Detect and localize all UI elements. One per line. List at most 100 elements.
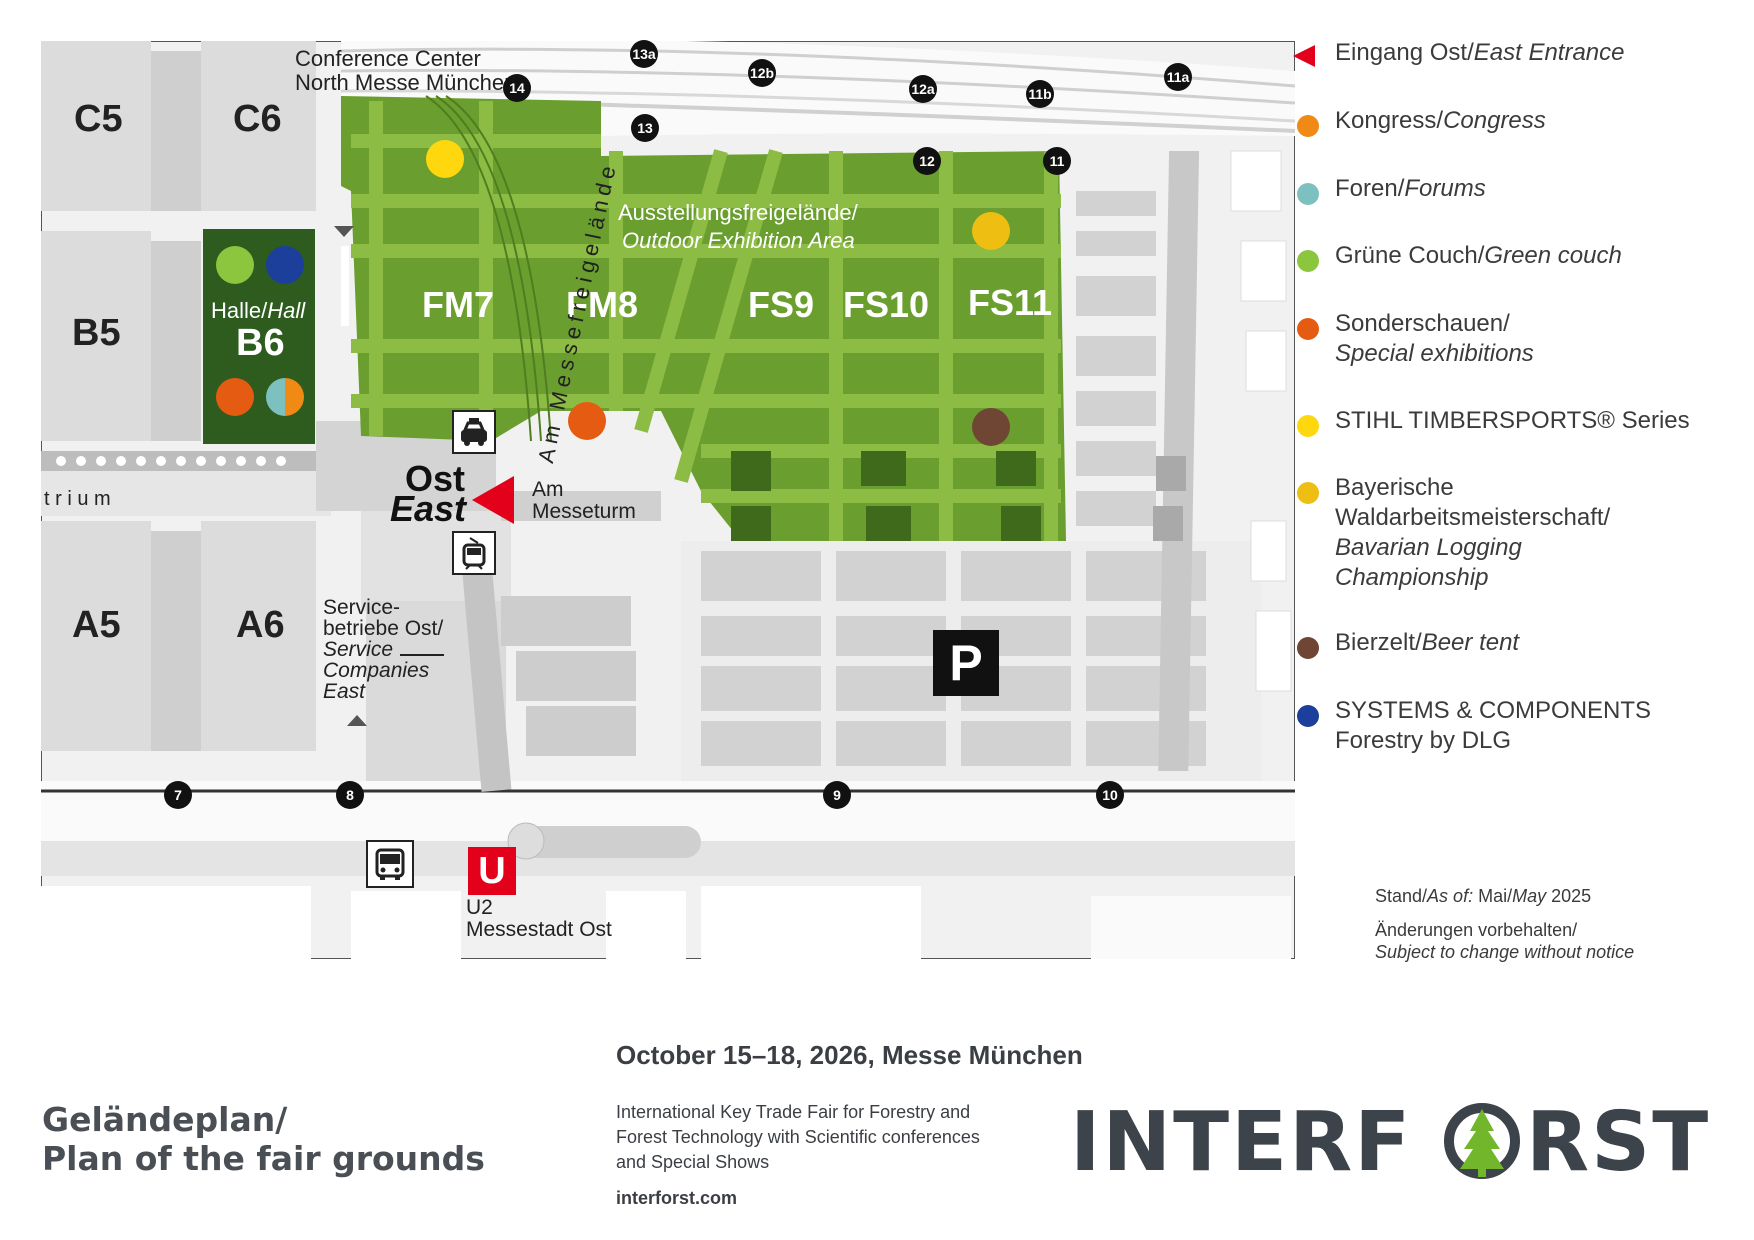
legend-special: Sonderschauen/ Special exhibitions xyxy=(1297,309,1534,369)
legend-stihl: STIHL TIMBERSPORTS® Series xyxy=(1297,406,1690,437)
logo-text-left: INTERF xyxy=(1070,1095,1413,1190)
service-pointer-line xyxy=(400,654,444,656)
bavarian-marker[interactable] xyxy=(972,212,1010,250)
green-couch-dot-icon xyxy=(1297,250,1319,272)
fair-grounds-map xyxy=(41,41,1295,959)
u2-line-label: U2 xyxy=(466,896,493,919)
gate-12[interactable]: 12 xyxy=(913,147,941,175)
area-fm7[interactable]: FM7 xyxy=(422,284,494,325)
conference-center-label-1: Conference Center xyxy=(295,46,481,71)
legend-green-couch: Grüne Couch/Green couch xyxy=(1297,241,1622,272)
logo-tree-o-icon xyxy=(1444,1103,1520,1179)
legend-systems-2: Forestry by DLG xyxy=(1335,727,1512,754)
legend-forums-de: Foren/ xyxy=(1335,175,1405,202)
atrium-label: t r i u m xyxy=(44,488,111,510)
logo-text-right: RST xyxy=(1526,1095,1711,1190)
tram-icon[interactable] xyxy=(452,531,496,575)
entrance-triangle-icon xyxy=(1293,45,1315,67)
green-couch-marker[interactable] xyxy=(216,246,254,284)
fair-date: October 15–18, 2026, Messe München xyxy=(616,1040,1083,1070)
service-line-3: Service xyxy=(323,638,394,661)
legend-forums: Foren/Forums xyxy=(1297,174,1486,205)
stand-date-en: May xyxy=(1512,886,1547,906)
stihl-marker[interactable] xyxy=(426,140,464,178)
forums-congress-marker[interactable] xyxy=(266,378,304,416)
am-messeturm-label-2: Messeturm xyxy=(532,500,636,523)
gate-11b[interactable]: 11b xyxy=(1026,80,1054,108)
systems-marker[interactable] xyxy=(266,246,304,284)
hall-a6-label: A6 xyxy=(236,604,285,646)
bavarian-dot-icon xyxy=(1297,482,1319,504)
gate-11[interactable]: 11 xyxy=(1043,147,1071,175)
taxi-icon[interactable] xyxy=(452,410,496,454)
service-line-4: Companies xyxy=(323,659,430,682)
hall-b6-caption: Halle/Hall xyxy=(211,298,305,324)
legend-beer: Bierzelt/Beer tent xyxy=(1297,628,1519,659)
u-bahn-icon[interactable]: U xyxy=(468,847,516,895)
congress-marker[interactable] xyxy=(216,378,254,416)
hall-b5-label: B5 xyxy=(72,312,121,354)
entrance-label-de: Ost xyxy=(405,458,466,499)
hall-b6-label: B6 xyxy=(236,322,285,364)
beer-dot-icon xyxy=(1297,637,1319,659)
legend-bavarian: Bayerische Waldarbeitsmeisterschaft/ Bav… xyxy=(1297,473,1611,593)
interforst-logo: INTERF RST xyxy=(1070,1095,1720,1190)
hall-c6-label: C6 xyxy=(233,98,282,140)
gate-9[interactable]: 9 xyxy=(823,781,851,809)
gate-12b[interactable]: 12b xyxy=(748,59,776,87)
outdoor-area-label-de: Ausstellungsfreigelände/ xyxy=(618,200,858,225)
outdoor-area-label-en: Outdoor Exhibition Area xyxy=(622,228,855,253)
plan-title-de: Geländeplan/ xyxy=(42,1100,288,1139)
gate-13[interactable]: 13 xyxy=(631,114,659,142)
gate-14[interactable]: 14 xyxy=(503,74,531,102)
parking-icon[interactable]: P xyxy=(933,630,999,696)
plan-title-en: Plan of the fair grounds xyxy=(42,1139,485,1178)
area-fs9[interactable]: FS9 xyxy=(748,284,815,325)
stand-date: Mai/ xyxy=(1478,886,1513,906)
legend-systems: SYSTEMS & COMPONENTS Forestry by DLG xyxy=(1297,696,1652,756)
hall-b6-caption-en: Hall xyxy=(267,298,306,323)
plan-title: Geländeplan/ Plan of the fair grounds xyxy=(42,1100,485,1178)
legend-bav-3: Bavarian Logging xyxy=(1335,534,1522,561)
legend-forums-en: Forums xyxy=(1404,175,1486,202)
entrance-label-en: East xyxy=(390,488,467,529)
gate-7[interactable]: 7 xyxy=(164,781,192,809)
area-fs11[interactable]: FS11 xyxy=(968,282,1053,323)
legend-green-en: Green couch xyxy=(1484,242,1622,269)
gate-11a[interactable]: 11a xyxy=(1164,63,1192,91)
website-link[interactable]: interforst.com xyxy=(616,1188,738,1208)
special-exhibition-marker[interactable] xyxy=(568,402,606,440)
legend-systems-1: SYSTEMS & COMPONENTS xyxy=(1335,697,1652,724)
legend-entrance: Eingang Ost/East Entrance xyxy=(1293,38,1625,68)
service-line-2: betriebe Ost/ xyxy=(323,617,444,640)
stand-en: As of: xyxy=(1427,886,1474,906)
beer-tent-marker[interactable] xyxy=(972,408,1010,446)
as-of-note: Stand/As of: Mai/May 2025 xyxy=(1375,886,1591,907)
special-dot-icon xyxy=(1297,318,1319,340)
legend-stihl-text: STIHL TIMBERSPORTS® Series xyxy=(1335,407,1690,434)
legend-special-de: Sonderschauen/ xyxy=(1335,310,1510,337)
legend-beer-de: Bierzelt/ xyxy=(1335,629,1422,656)
stand-year: 2025 xyxy=(1551,886,1592,906)
area-fs10[interactable]: FS10 xyxy=(843,284,930,325)
east-entrance-arrow-icon[interactable] xyxy=(472,476,514,524)
legend-congress: Kongress/Congress xyxy=(1297,106,1546,137)
area-fm8[interactable]: FM8 xyxy=(566,284,638,325)
legend-congress-en: Congress xyxy=(1443,107,1546,134)
gate-10[interactable]: 10 xyxy=(1096,781,1124,809)
gate-12a[interactable]: 12a xyxy=(909,75,937,103)
change-note-de: Änderungen vorbehalten/ xyxy=(1375,920,1578,940)
hall-b6-caption-de: Halle/ xyxy=(211,298,268,323)
legend-entrance-de: Eingang Ost/ xyxy=(1335,39,1474,66)
service-line-5: East xyxy=(323,680,366,703)
fair-description: International Key Trade Fair for Forestr… xyxy=(616,1102,980,1172)
stand-de: Stand/ xyxy=(1375,886,1428,906)
gate-13a[interactable]: 13a xyxy=(630,40,658,68)
legend-bav-2: Waldarbeitsmeisterschaft/ xyxy=(1335,504,1611,531)
gate-8[interactable]: 8 xyxy=(336,781,364,809)
legend-bav-4: Championship xyxy=(1335,564,1489,591)
am-messeturm-label-1: Am xyxy=(532,478,564,501)
bus-icon[interactable] xyxy=(366,840,414,888)
stihl-dot-icon xyxy=(1297,415,1319,437)
legend-bav-1: Bayerische xyxy=(1335,474,1454,501)
